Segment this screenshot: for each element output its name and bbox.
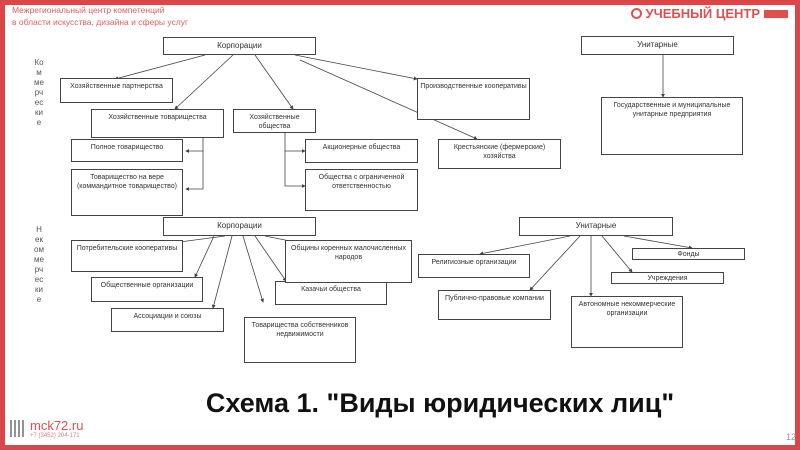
public-law-companies: Публично-правовые компании — [438, 290, 551, 320]
logo-tag-icon — [764, 9, 788, 18]
llc: Общества с ограниченной ответственностью — [305, 169, 418, 211]
noncommercial-corporations: Корпорации — [163, 217, 316, 236]
public-organizations: Общественные организации — [91, 277, 203, 302]
logo-ring-icon — [630, 8, 642, 19]
associations-unions: Ассоциации и союзы — [111, 308, 224, 332]
commercial-unitary: Унитарные — [581, 36, 734, 55]
institutions: Учреждения — [611, 272, 724, 284]
commercial-corporations: Корпорации — [163, 37, 316, 55]
religious-organizations: Религиозные организации — [418, 254, 530, 278]
limited-partnership: Товарищество на вере (коммандитное товар… — [71, 169, 183, 216]
label-noncommercial: Некоммерческие — [34, 225, 44, 304]
site-link[interactable]: mck72.ru — [30, 418, 84, 433]
autonomous-nonprofits: Автономные некоммерческие организации — [571, 296, 683, 348]
production-cooperatives: Производственные кооперативы — [417, 78, 530, 120]
joint-stock-companies: Акционерные общества — [305, 139, 418, 163]
state-unitary-enterprises: Государственные и муниципальные унитарны… — [601, 97, 743, 155]
farm-enterprises: Крестьянские (фермерские) хозяйства — [438, 139, 561, 169]
header-line1: Межрегиональный центр компетенций — [12, 5, 165, 15]
funds: Фонды — [632, 248, 745, 260]
header-line2: в области искусства, дизайна и сферы усл… — [12, 17, 189, 27]
org-header: Межрегиональный центр компетенций в облас… — [12, 4, 188, 28]
slide-title: Схема 1. "Виды юридических лиц" — [205, 388, 675, 418]
phone-number: +7 (3452) 204-171 — [30, 433, 80, 439]
consumer-cooperatives: Потребительские кооперативы — [71, 240, 183, 272]
cossack-societies: Казачьи общества — [275, 281, 387, 305]
logo-text: УЧЕБНЫЙ ЦЕНТР — [645, 6, 760, 21]
business-comradeships: Хозяйственные товарищества — [91, 109, 224, 138]
indigenous-communities: Общины коренных малочисленных народов — [285, 240, 412, 283]
qr-code-icon — [10, 420, 26, 437]
noncommercial-unitary: Унитарные — [519, 217, 673, 236]
property-owners-partnerships: Товарищества собственников недвижимости — [244, 317, 356, 363]
business-partnerships: Хозяйственные партнерства — [60, 78, 173, 103]
full-partnership: Полное товарищество — [71, 139, 183, 162]
page-number: 12 — [786, 432, 797, 442]
logo: УЧЕБНЫЙ ЦЕНТР — [630, 6, 788, 21]
business-societies: Хозяйственные общества — [233, 109, 316, 133]
label-commercial: Коммерческие — [34, 58, 44, 127]
